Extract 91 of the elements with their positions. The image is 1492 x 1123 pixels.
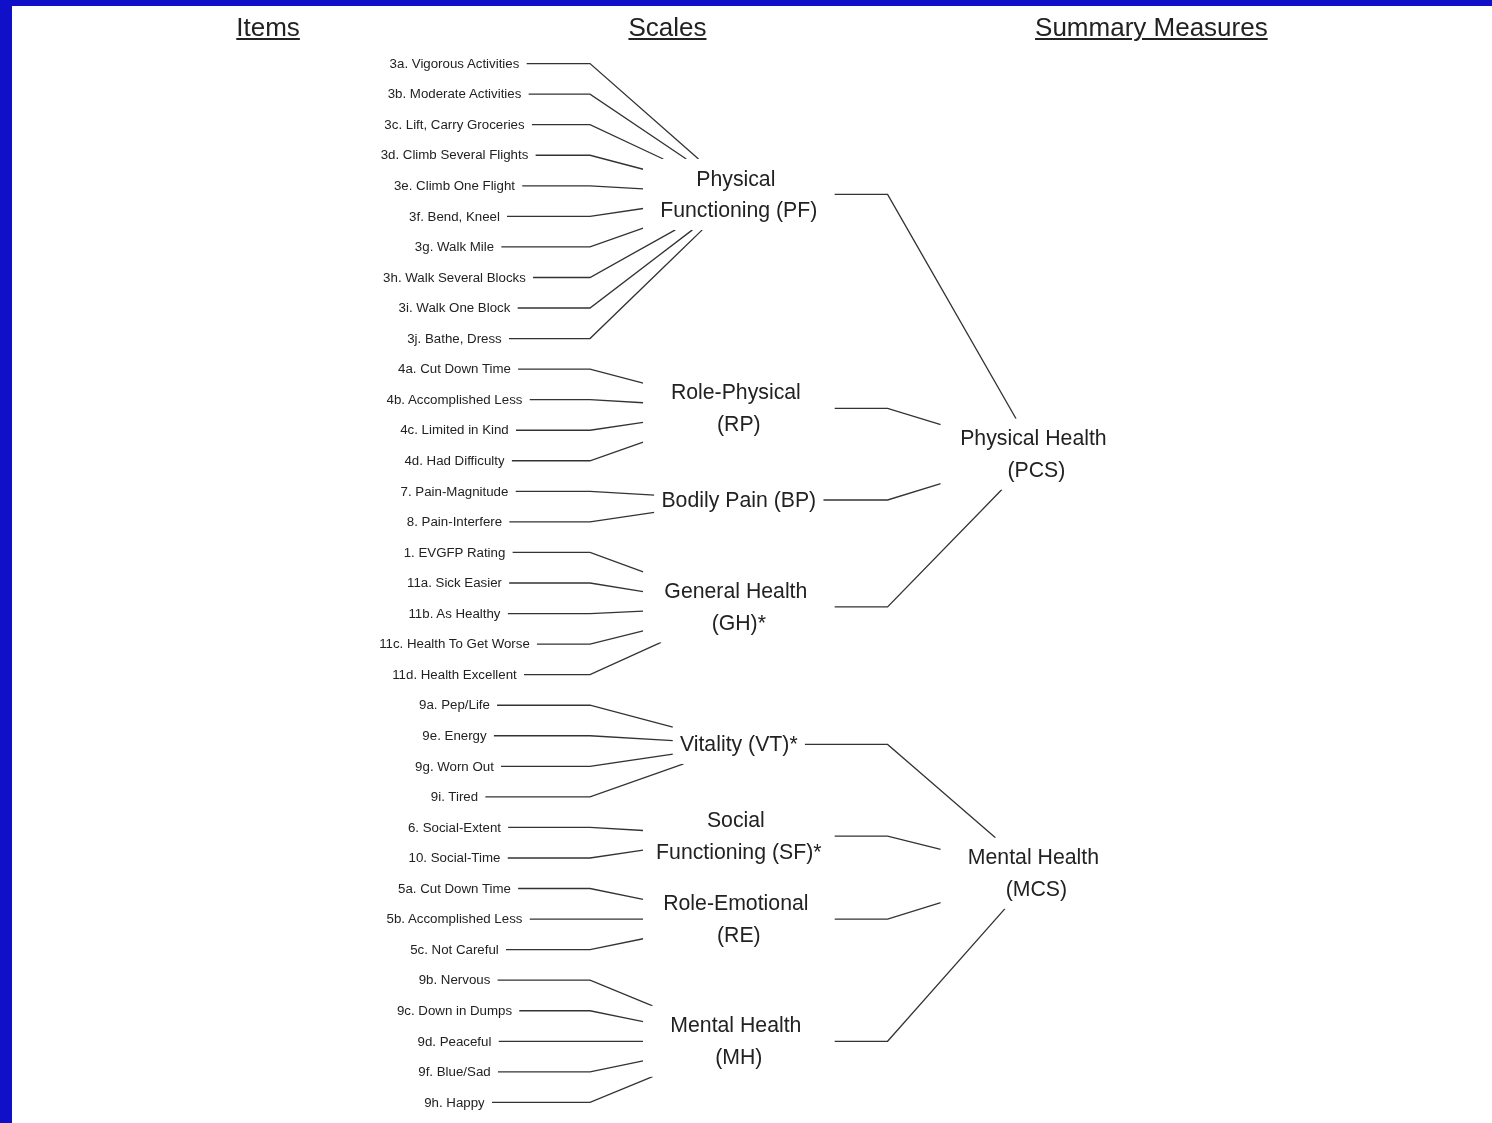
node-text: 3f. Bend, Kneel [409, 208, 500, 224]
node-text: 4a. Cut Down Time [397, 360, 511, 376]
connector [536, 630, 644, 645]
node-text: 9i. Tired [430, 788, 479, 804]
node-text: General Health (GH)* [664, 578, 808, 635]
connector [497, 1060, 644, 1073]
connector [833, 193, 1017, 420]
connector [506, 610, 644, 615]
connector [833, 835, 942, 850]
connector [492, 735, 674, 742]
connector [508, 582, 644, 593]
column-heading: Scales [628, 12, 707, 43]
connector [833, 488, 1003, 608]
node-text: 5a. Cut Down Time [397, 880, 511, 896]
node-text: 9d. Peaceful [417, 1033, 492, 1049]
connector [833, 908, 1006, 1042]
node-text: 3a. Vigorous Activities [389, 55, 520, 71]
node-text: 10. Social-Time [408, 849, 501, 865]
connector [508, 229, 703, 340]
node-text: 11a. Sick Easier [406, 574, 502, 590]
connector [528, 918, 644, 920]
node-text: 11b. As Healthy [408, 605, 501, 621]
node-text: 4c. Limited in Kind [400, 422, 509, 438]
connector [505, 938, 644, 951]
node-text: 3c. Lift, Carry Groceries [384, 116, 525, 132]
connector [517, 887, 644, 901]
connector [521, 185, 644, 190]
connector [497, 1040, 644, 1042]
node-text: 4b. Accomplished Less [386, 391, 523, 407]
node-text: 6. Social-Extent [407, 819, 501, 835]
node-text: 4d. Had Difficulty [404, 452, 505, 468]
column-heading: Items [236, 12, 300, 43]
connector [496, 979, 654, 1007]
column-heading: Summary Measures [1035, 12, 1268, 43]
node-text: 9c. Down in Dumps [396, 1002, 513, 1018]
connector [534, 154, 644, 170]
node-text: 3g. Walk Mile [414, 238, 495, 254]
connector [506, 207, 644, 218]
connector [511, 551, 644, 573]
node-text: 1. EVGFP Rating [403, 544, 506, 560]
connector [833, 902, 942, 920]
node-text: Role-Emotional (RE) [663, 890, 809, 947]
node-text: 3e. Climb One Flight [393, 177, 515, 193]
node-text: Bodily Pain (BP) [661, 487, 817, 512]
connector [532, 229, 676, 279]
connector [507, 826, 644, 832]
node-text: 9b. Nervous [418, 972, 491, 988]
connector [518, 1010, 644, 1023]
connector [500, 753, 674, 767]
node-text: Mental Health (MCS) [967, 844, 1099, 901]
connector [516, 229, 693, 309]
node-text: 11c. Health To Get Worse [379, 635, 530, 651]
node-text: 9e. Energy [422, 727, 487, 743]
connector [531, 124, 664, 160]
node-text: 5b. Accomplished Less [386, 910, 523, 926]
node-text: 3i. Walk One Block [398, 299, 511, 315]
connector [500, 227, 644, 248]
connector [527, 93, 687, 160]
connector [510, 441, 644, 462]
node-text: 8. Pain-Interfere [406, 513, 503, 529]
connector [822, 482, 942, 501]
connector [515, 421, 644, 431]
node-text: Vitality (VT)* [679, 732, 798, 756]
connector [804, 743, 997, 839]
connector [484, 763, 685, 798]
node-text: Mental Health (MH) [670, 1012, 802, 1069]
node-text: Physical Functioning (PF) [660, 166, 818, 222]
node-text: 5c. Not Careful [410, 941, 499, 957]
node-text: 3j. Bathe, Dress [407, 330, 502, 346]
connector [491, 1076, 654, 1104]
connector [506, 849, 644, 859]
node-text: 9a. Pep/Life [418, 697, 490, 713]
connector [517, 368, 644, 384]
node-text: 3b. Moderate Activities [387, 85, 522, 102]
connector [525, 62, 700, 160]
node-text: Physical Health (PCS) [960, 425, 1107, 482]
connector [496, 704, 674, 728]
node-text: 7. Pain-Magnitude [400, 483, 509, 499]
connector [508, 511, 655, 523]
node-text: 11d. Health Excellent [392, 666, 517, 682]
connector [528, 399, 644, 404]
node-text: 9g. Worn Out [415, 758, 494, 774]
connector [833, 407, 942, 426]
connector [523, 641, 662, 676]
node-text: 3d. Climb Several Flights [380, 147, 529, 163]
connector [514, 490, 655, 496]
node-text: 9f. Blue/Sad [418, 1063, 491, 1079]
node-text: 9h. Happy [424, 1094, 485, 1110]
node-text: Role-Physical (RP) [670, 379, 801, 436]
node-text: Social Functioning (SF)* [656, 807, 822, 864]
node-text: 3h. Walk Several Blocks [383, 269, 526, 285]
